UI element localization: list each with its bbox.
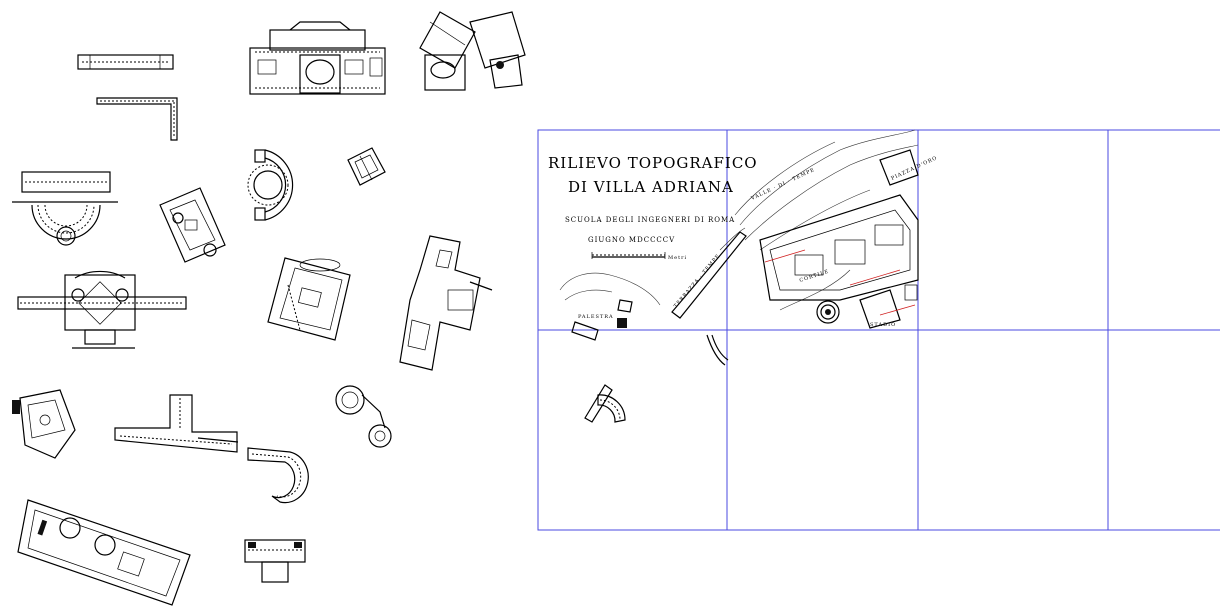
plan-diagonal-baths[interactable] [17, 499, 191, 606]
label-stadio: STADIO [870, 322, 896, 328]
title-block: RILIEVO TOPOGRAFICO DI VILLA ADRIANA SCU… [548, 154, 758, 261]
plan-t-portico[interactable] [114, 394, 239, 453]
label-terrazza: TERRAZZA · TEMPE [673, 253, 722, 309]
plan-small-complex-sw[interactable] [12, 389, 76, 459]
title-school: SCUOLA DEGLI INGEGNERI DI ROMA [565, 216, 735, 224]
plan-tilted-rooms[interactable] [419, 11, 526, 91]
title-date: GIUGNO MDCCCCV [588, 236, 675, 244]
plan-courtyard-hall[interactable] [267, 257, 351, 341]
plan-round-pavilion[interactable] [335, 385, 392, 448]
plan-l-portico[interactable] [96, 97, 178, 141]
sheet-grid [537, 129, 1220, 531]
plan-small-symmetric[interactable] [244, 539, 306, 583]
palestra-detail[interactable]: PALESTRA [559, 272, 661, 341]
label-cortile: CORTILE [799, 269, 830, 284]
label-piazza: PIAZZA D'ORO [890, 155, 938, 182]
plan-canopus[interactable] [247, 447, 309, 504]
title-line-2: DI VILLA ADRIANA [568, 178, 734, 196]
scale-unit-label: Metri [668, 255, 687, 261]
plan-small-pavilion[interactable] [347, 147, 386, 186]
scale-bar [591, 252, 666, 259]
label-palestra: PALESTRA [578, 314, 614, 320]
plan-curved-theatre-sheet[interactable] [584, 384, 626, 423]
plan-tilted-block[interactable] [159, 187, 226, 263]
plan-maritime-theatre[interactable] [247, 149, 294, 221]
plan-long-hall[interactable] [77, 54, 174, 70]
plan-palace[interactable] [249, 21, 386, 95]
title-line-1: RILIEVO TOPOGRAFICO [548, 154, 758, 172]
plan-theatre-west[interactable] [12, 171, 118, 246]
plan-cross-baths[interactable] [17, 270, 187, 349]
plan-irregular-complex[interactable] [399, 235, 493, 371]
